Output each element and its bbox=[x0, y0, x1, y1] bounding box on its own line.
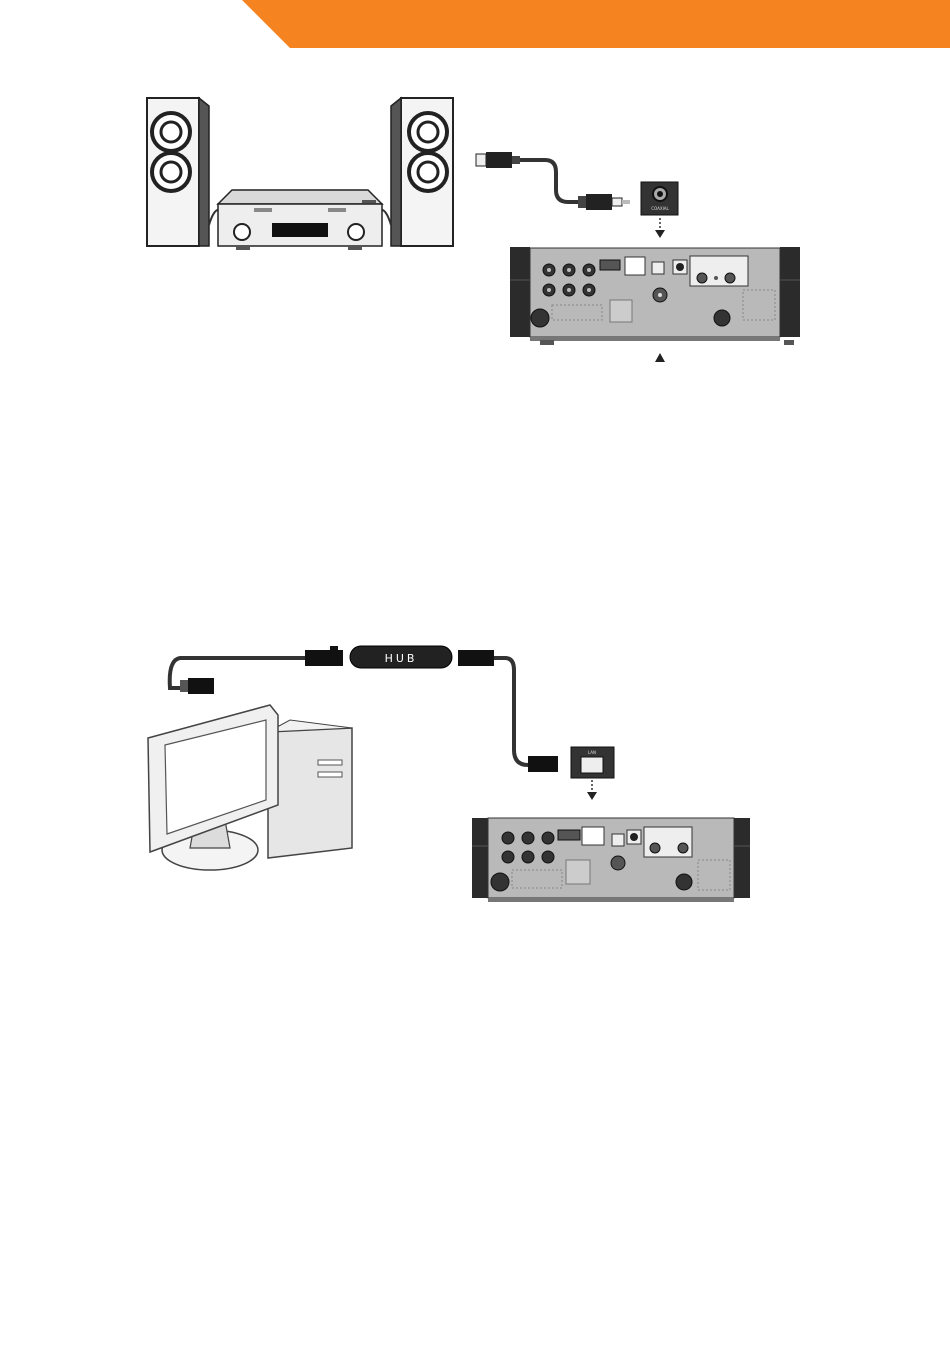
rca-cable bbox=[476, 152, 630, 210]
desktop-computer-icon bbox=[148, 705, 352, 870]
arrow-down-icon bbox=[655, 230, 665, 238]
hub-label: HUB bbox=[385, 652, 418, 665]
coaxial-port-icon: COAXIAL bbox=[641, 182, 678, 215]
rj45-plug-icon bbox=[528, 756, 558, 772]
lan-port-icon: LAN bbox=[571, 747, 614, 778]
arrow-down-icon bbox=[587, 792, 597, 800]
media-player-rear-icon bbox=[472, 818, 750, 902]
rj45-plug-icon bbox=[458, 650, 494, 666]
rca-plug-icon bbox=[476, 152, 520, 168]
right-speaker-icon bbox=[391, 98, 453, 246]
arrow-up-icon bbox=[655, 353, 665, 362]
network-hub-icon: HUB bbox=[350, 646, 452, 668]
lan-port-label: LAN bbox=[588, 750, 596, 755]
rj45-plug-icon bbox=[305, 646, 343, 666]
left-speaker-icon bbox=[147, 98, 209, 246]
rca-plug-icon bbox=[578, 194, 630, 210]
coaxial-audio-diagram: COAXIAL bbox=[0, 90, 950, 370]
coaxial-port-label: COAXIAL bbox=[651, 206, 669, 211]
media-player-rear-icon bbox=[510, 247, 800, 345]
header-band bbox=[0, 0, 950, 50]
stereo-amplifier-icon bbox=[218, 190, 382, 250]
lan-network-diagram: HUB LAN bbox=[0, 620, 950, 920]
rj45-plug-icon bbox=[180, 678, 214, 694]
